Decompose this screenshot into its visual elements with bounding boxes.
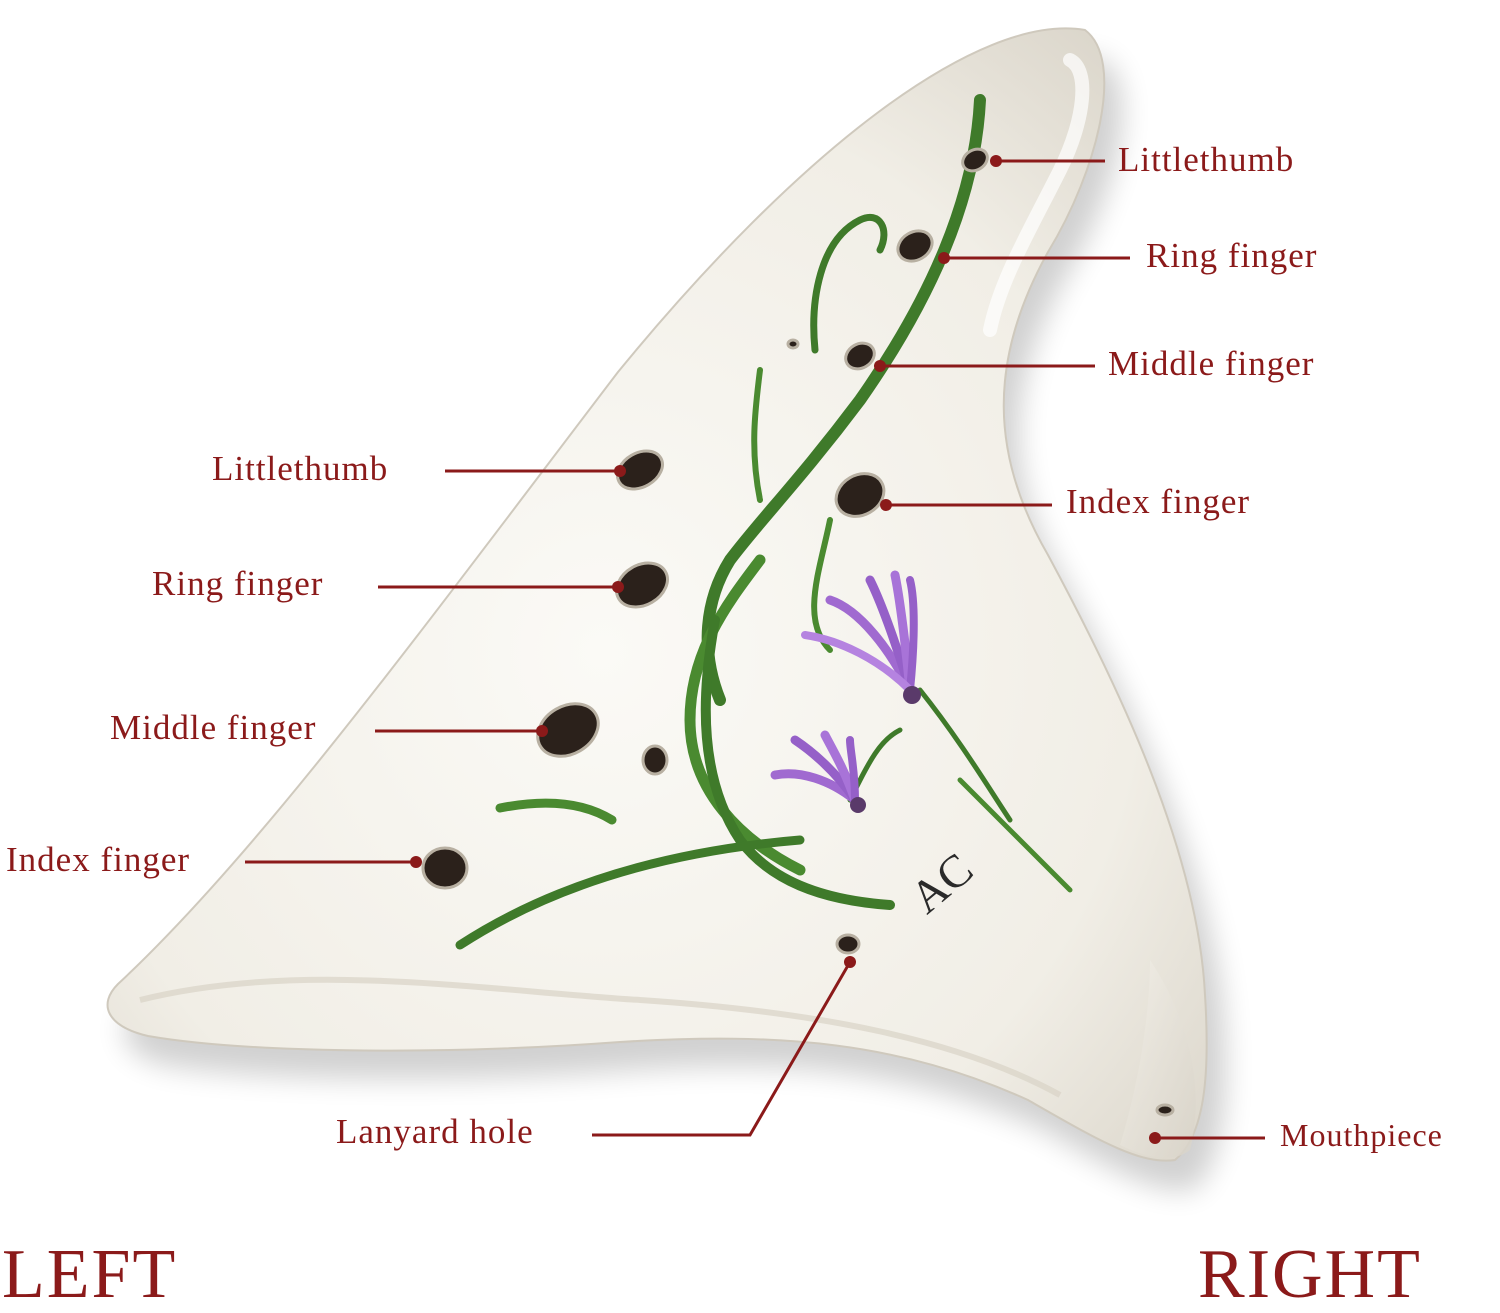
finger-holes — [421, 147, 1175, 1117]
painted-flower-upper — [801, 570, 921, 704]
dot-right-middle — [874, 360, 886, 372]
label-mouthpiece: Mouthpiece — [1280, 1117, 1443, 1153]
hole-right-ring — [896, 229, 934, 263]
label-right-littlethumb: Littlethumb — [1118, 140, 1295, 179]
hole-left-ring — [615, 561, 669, 609]
hole-small-lower — [641, 744, 669, 776]
painted-flower-lower — [770, 730, 866, 813]
dot-left-ring — [612, 581, 624, 593]
dot-left-littlethumb — [614, 465, 626, 477]
label-left-littlethumb: Littlethumb — [212, 449, 389, 488]
side-label-right: RIGHT — [1198, 1236, 1422, 1313]
hole-right-middle — [844, 341, 876, 371]
label-right-middle-finger: Middle finger — [1108, 344, 1315, 383]
hole-left-index — [421, 846, 469, 890]
dot-right-littlethumb — [990, 155, 1002, 167]
hole-lanyard — [835, 933, 861, 955]
label-left-ring-finger: Ring finger — [152, 564, 324, 603]
label-left-middle-finger: Middle finger — [110, 708, 317, 747]
dot-left-index — [410, 856, 422, 868]
hole-left-littlethumb — [616, 449, 664, 491]
label-left-index-finger: Index finger — [6, 840, 191, 879]
leader-lines — [245, 159, 1265, 1140]
label-lanyard-hole: Lanyard hole — [336, 1112, 534, 1151]
leader-lanyard — [592, 961, 852, 1137]
gloss-highlight — [983, 53, 1090, 337]
label-right-index-finger: Index finger — [1066, 482, 1251, 521]
side-label-left: LEFT — [2, 1236, 178, 1313]
dot-right-ring — [938, 252, 950, 264]
dot-right-index — [880, 499, 892, 511]
leader-dots — [410, 155, 1161, 1144]
dot-left-middle — [536, 725, 548, 737]
painted-vine — [455, 94, 1073, 950]
hole-mouthpiece — [1155, 1103, 1175, 1117]
hole-left-middle — [536, 702, 600, 758]
hole-right-index — [834, 472, 886, 518]
hole-small-upper — [786, 338, 800, 350]
dot-mouthpiece — [1149, 1132, 1161, 1144]
label-right-ring-finger: Ring finger — [1146, 236, 1318, 275]
mouthpiece-tail — [1120, 960, 1196, 1158]
hole-right-littlethumb — [961, 147, 989, 173]
dot-lanyard — [844, 956, 856, 968]
body-contour — [139, 976, 1062, 1098]
